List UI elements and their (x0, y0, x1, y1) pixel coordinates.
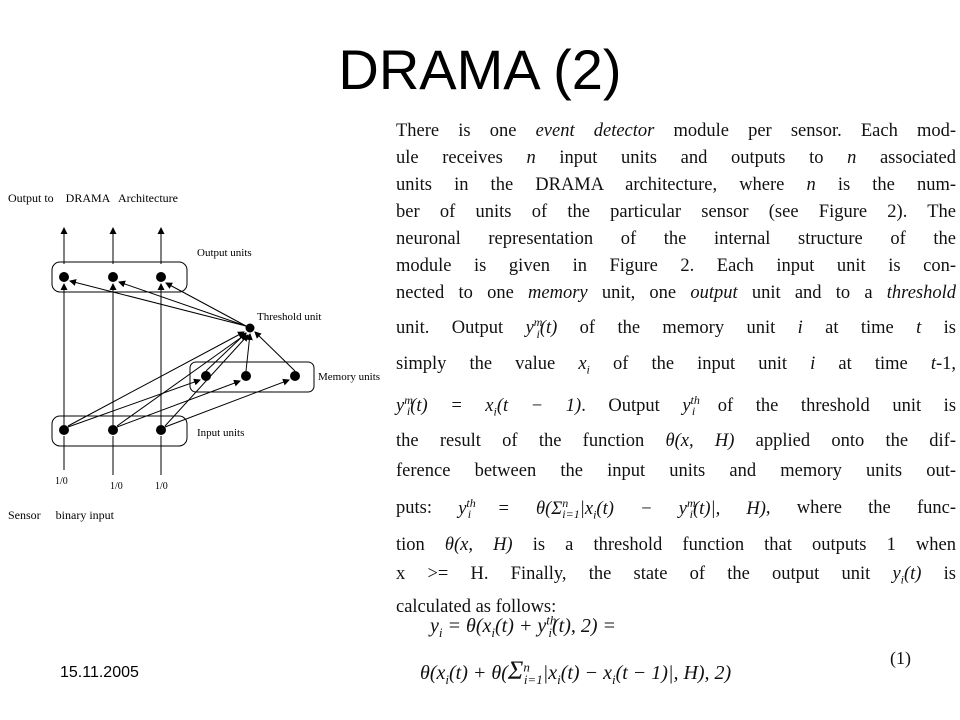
text-line-5: neuronal representation of the internal … (396, 229, 956, 249)
memory-to-threshold-2 (245, 333, 253, 372)
sensor-value-2: 1/0 (110, 481, 123, 492)
input-to-memory-2 (116, 379, 241, 428)
threshold-unit (245, 323, 255, 333)
equation-number: (1) (890, 648, 911, 668)
equation-row-2: θ(xi(t) + θ(Σni=1|xi(t) − xi(t − 1)|, H)… (420, 656, 732, 687)
memory-unit-2 (241, 371, 251, 381)
slide-date: 15.11.2005 (60, 664, 139, 681)
sensor-value-3: 1/0 (155, 481, 168, 492)
diagram-top-label: Output to DRAMA Architecture (8, 191, 178, 205)
output-units-label: Output units (197, 247, 252, 259)
text-line-16: calculated as follows: (396, 596, 557, 617)
input-to-memory-1 (67, 378, 201, 428)
text-line-15: x >= H. Finally, the state of the output… (396, 564, 956, 587)
paper-excerpt: There is one event detector module per s… (396, 118, 956, 621)
slide-title: DRAMA (2) (338, 38, 622, 101)
input-unit-1 (59, 425, 69, 435)
text-line-12: ference between the input units and memo… (396, 461, 956, 482)
threshold-unit-label: Threshold unit (257, 311, 321, 323)
text-line-1: There is one event detector module per s… (396, 121, 956, 141)
text-line-8: unit. Output ymi(t) of the memory unit i… (396, 315, 956, 341)
text-line-2: ule receives n input units and outputs t… (396, 148, 956, 168)
text-line-14: tion θ(x, H) is a threshold function tha… (396, 535, 957, 556)
threshold-to-output-2 (118, 280, 247, 327)
input-units-label: Input units (197, 427, 244, 439)
threshold-to-output-1 (69, 279, 247, 327)
input-unit-2 (108, 425, 118, 435)
memory-units-box (189, 361, 315, 393)
output-units-box (51, 261, 188, 293)
input-to-threshold-3 (164, 334, 249, 427)
equation-row-1: yi = θ(xi(t) + ythi(t), 2) = (430, 612, 617, 640)
output-unit-3 (156, 272, 166, 282)
input-to-threshold-1 (67, 331, 245, 427)
text-line-9: simply the value xi of the input unit i … (396, 353, 956, 377)
memory-unit-3 (290, 371, 300, 381)
memory-unit-1 (201, 371, 211, 381)
text-line-6: module is given in Figure 2. Each input … (396, 256, 956, 276)
input-units-box (51, 415, 188, 447)
input-to-memory-3 (164, 378, 290, 428)
text-line-11: the result of the function θ(x, H) appli… (396, 431, 956, 452)
output-unit-2 (108, 272, 118, 282)
text-line-4: ber of units of the particular sensor (s… (396, 202, 956, 222)
text-line-7: nected to one memory unit, one output un… (396, 283, 957, 303)
sensor-value-1: 1/0 (55, 476, 68, 487)
memory-units-label: Memory units (318, 371, 380, 383)
threshold-to-output-3 (165, 282, 247, 327)
input-to-threshold-2 (116, 333, 247, 427)
diagram-bottom-label: Sensor binary input (8, 508, 115, 522)
input-unit-3 (156, 425, 166, 435)
output-unit-1 (59, 272, 69, 282)
text-line-13: puts: ythi = θ(Σni=1|xi(t) − ymi(t)|, H)… (396, 495, 957, 522)
drama-network-diagram: Output to DRAMA Architecture Output unit… (8, 191, 380, 522)
text-line-10: ymi(t) = xi(t − 1). Output ythi of the t… (396, 392, 957, 419)
text-line-3: units in the DRAMA architecture, where n… (396, 175, 956, 195)
memory-to-threshold-3 (254, 331, 296, 372)
